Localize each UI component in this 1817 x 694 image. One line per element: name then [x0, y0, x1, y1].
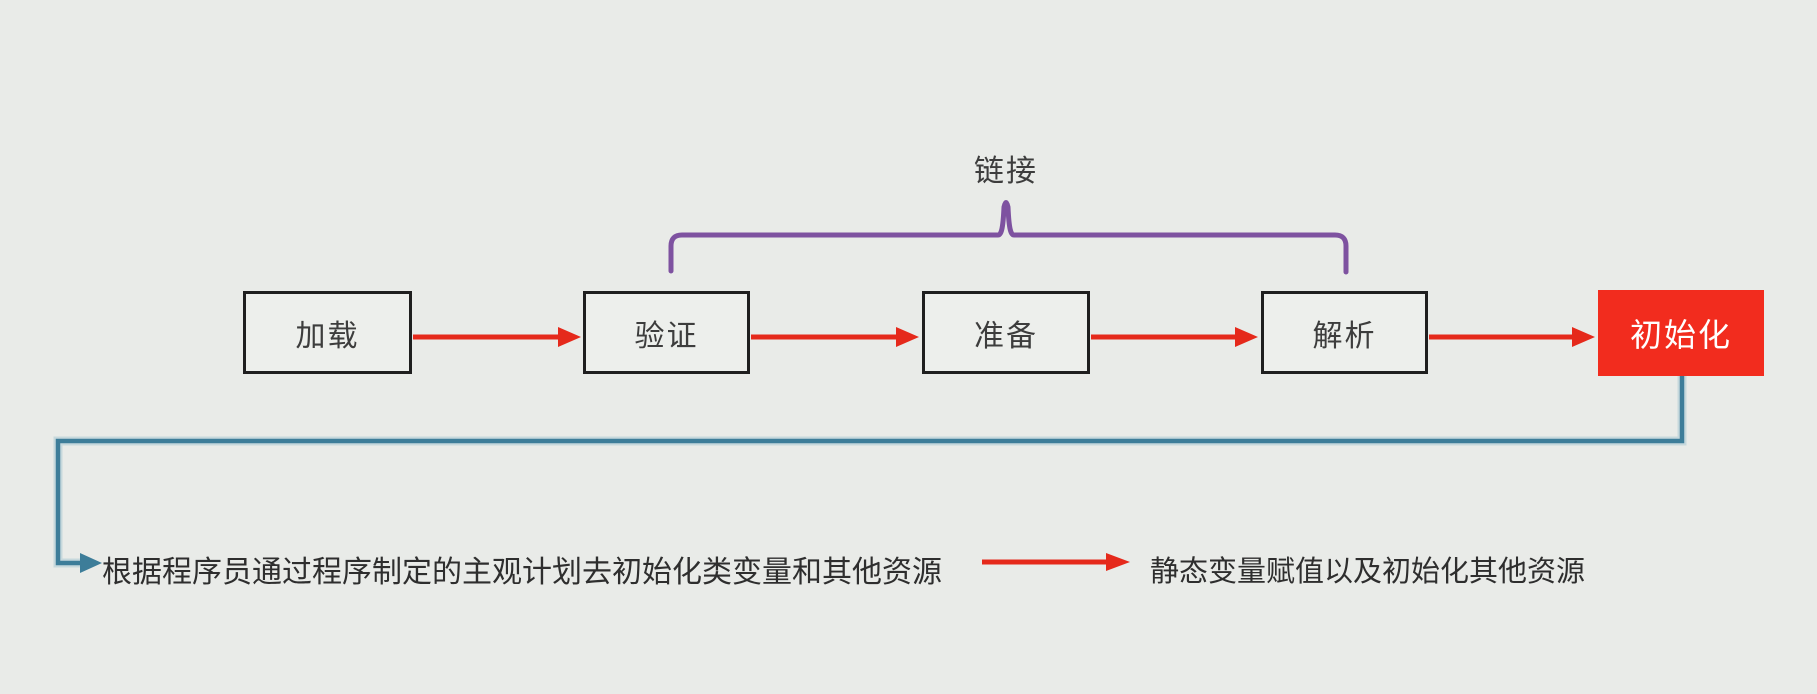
blue-elbow-arrow-icon — [53, 376, 1687, 573]
note-static-assignment: 静态变量赋值以及初始化其他资源 — [1150, 556, 1586, 588]
purple-brace-icon — [668, 200, 1349, 275]
stage-box-resolve: 解析 — [1261, 291, 1428, 374]
red-arrow-icon — [1429, 327, 1595, 347]
red-arrow-icon — [982, 553, 1130, 571]
stage-label-prepare: 准备 — [974, 319, 1038, 353]
red-arrow-icon — [751, 327, 919, 347]
stage-box-initialize: 初始化 — [1598, 290, 1764, 376]
stage-label-initialize: 初始化 — [1629, 317, 1732, 353]
brace-label-linking: 链接 — [974, 155, 1038, 188]
stage-label-resolve: 解析 — [1312, 319, 1377, 353]
stage-label-verify: 验证 — [634, 319, 699, 353]
stage-box-load: 加载 — [243, 291, 412, 374]
stage-label-load: 加载 — [295, 319, 360, 353]
red-arrow-icon — [413, 327, 581, 347]
stage-box-prepare: 准备 — [922, 291, 1090, 374]
note-initialize-description: 根据程序员通过程序制定的主观计划去初始化类变量和其他资源 — [102, 556, 942, 589]
stage-box-verify: 验证 — [583, 291, 750, 374]
red-arrow-icon — [1091, 327, 1258, 347]
